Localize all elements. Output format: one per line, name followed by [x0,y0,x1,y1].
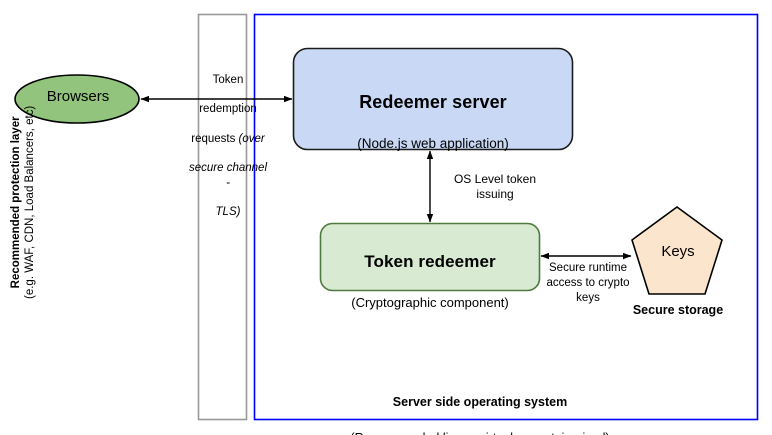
token-redeemer-subtitle: (Cryptographic component) [351,294,509,310]
token-redeemer-title: Token redeemer [364,251,496,271]
server-os-title: Server side operating system [392,394,568,409]
redemption-line-4: secure channel - [189,162,267,189]
protection-layer-title: Recommended protection layer [10,116,23,289]
redemption-line-2: redemption [199,103,257,116]
protection-layer-subtitle: (e.g. WAF, CDN, Load Balancers, etc) [25,105,38,300]
keys-label: Keys [661,243,695,260]
token-redeemer-text: Token redeemer (Cryptographic component) [320,232,540,330]
redeemer-server-text: Redeemer server (Node.js web application… [293,72,573,172]
redemption-line-1: Token [212,73,244,86]
redeemer-server-node[interactable] [292,47,574,151]
browsers-label: Browsers [46,88,110,105]
redemption-line-3-italic: (over [238,132,265,145]
keys-node[interactable] [631,206,723,295]
redemption-line-3: requests [191,132,239,145]
server-os-container [253,13,759,421]
browsers-node[interactable] [14,74,140,124]
edge-label-secure-runtime-access: Secure runtime access to crypto keys [546,262,630,304]
token-redeemer-node[interactable] [319,222,541,292]
server-os-subtitle: (Recommended linux - virtual or containe… [330,431,630,435]
protection-layer-container [197,13,248,421]
edge-label-token-redemption: Token redemption requests (over secure c… [186,58,270,220]
secure-storage-caption: Secure storage [632,303,724,317]
edge-label-os-token-issuing: OS Level token issuing [453,172,537,201]
redemption-line-5: TLS) [215,206,241,219]
redeemer-server-subtitle: (Node.js web application) [357,135,509,151]
server-os-caption: Server side operating system (Recommende… [330,375,630,435]
redeemer-server-title: Redeemer server [359,91,507,112]
